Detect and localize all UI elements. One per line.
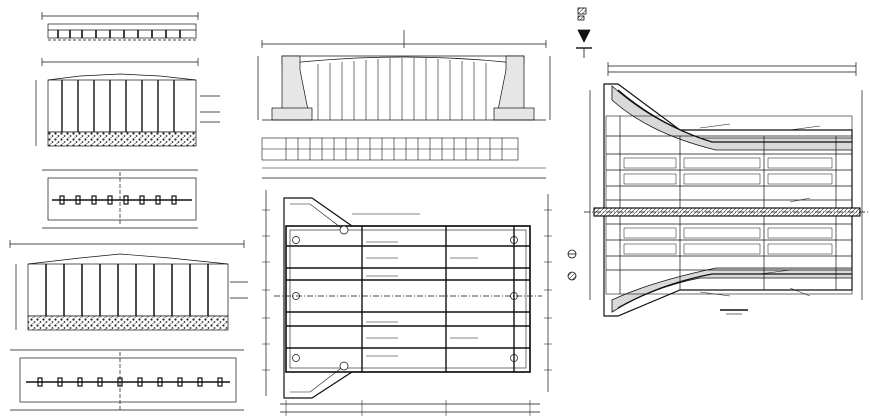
section-marker-icon xyxy=(567,249,577,281)
center-data-strip xyxy=(261,137,546,169)
left-section-2 xyxy=(9,240,248,331)
right-plan xyxy=(584,62,868,317)
left-plan-1 xyxy=(42,169,198,229)
center-elevation xyxy=(257,30,551,121)
north-arrow-icon xyxy=(576,7,592,58)
left-top-elevation xyxy=(41,12,199,41)
left-plan-2 xyxy=(10,349,244,411)
left-section-1 xyxy=(35,58,220,147)
center-plan xyxy=(262,177,552,416)
